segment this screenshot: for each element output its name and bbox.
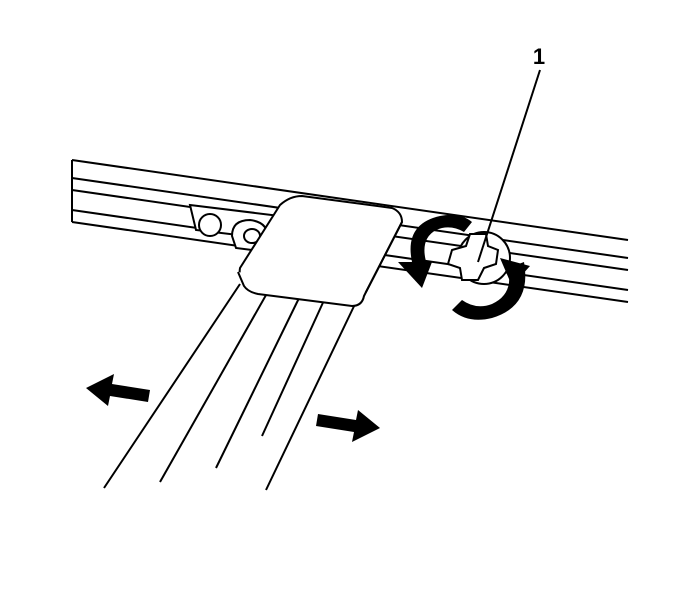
clamp-housing: [237, 194, 404, 308]
callout-leader-line: [477, 69, 541, 263]
arrow-left-icon: [86, 374, 150, 406]
cross-bar: [103, 282, 358, 491]
rotate-arrow-upper-icon: [398, 214, 472, 288]
callout-1: 1: [533, 44, 545, 69]
rotate-arrow-lower-icon: [452, 258, 530, 320]
arrow-right-icon: [316, 410, 380, 442]
adjustment-knob: [446, 231, 511, 285]
